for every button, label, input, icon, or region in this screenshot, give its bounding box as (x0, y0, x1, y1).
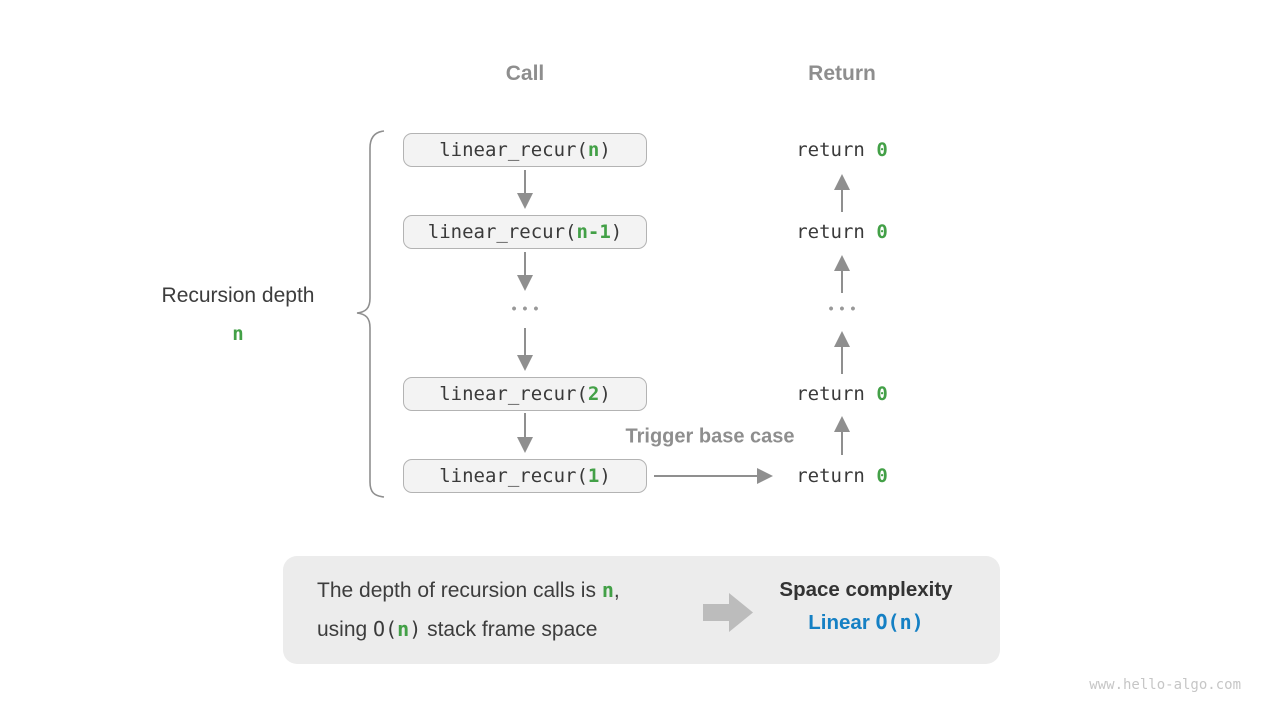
call-frame-n-1-code: linear_recur(n-1) (428, 221, 623, 243)
code-arg: n (587, 139, 600, 161)
return-keyword: return (796, 221, 877, 243)
call-frame-n-code: linear_recur(n) (439, 139, 611, 161)
call-frame-2-code: linear_recur(2) (439, 383, 611, 405)
code-paren: ) (599, 383, 611, 405)
space-complexity-title: Space complexity (779, 578, 953, 601)
return-value: 0 (876, 221, 888, 243)
return-keyword: return (796, 465, 877, 487)
complexity-var: n (899, 610, 912, 634)
summary-line-2-tail: stack frame space (421, 618, 598, 641)
summary-result: Space complexity Linear O(n) (779, 578, 952, 635)
return-value: 0 (876, 383, 888, 405)
code-arg: 2 (587, 383, 600, 405)
trigger-base-case-label: Trigger base case (625, 425, 795, 448)
return-statement-1: return 0 (796, 139, 888, 161)
code-arg: 1 (587, 465, 600, 487)
call-frame-1: linear_recur(1) (403, 459, 647, 493)
return-ellipsis: ••• (828, 300, 862, 316)
summary-line-1: The depth of recursion calls is n, (317, 571, 620, 610)
return-value: 0 (876, 465, 888, 487)
call-frame-n-1: linear_recur(n-1) (403, 215, 647, 249)
call-frame-1-code: linear_recur(1) (439, 465, 611, 487)
return-statement-4: return 0 (796, 465, 888, 487)
code-fn: linear_recur( (439, 383, 588, 405)
call-frame-2: linear_recur(2) (403, 377, 647, 411)
summary-line-2-bigo-open: O( (373, 617, 398, 641)
return-value: 0 (876, 139, 888, 161)
summary-line-2-head: using (317, 618, 374, 641)
code-paren: ) (610, 221, 623, 243)
summary-line-1-var: n (601, 578, 614, 602)
summary-line-1-tail: , (613, 579, 620, 602)
recursion-depth-label: Recursion depth (161, 284, 315, 307)
code-paren: ) (599, 139, 611, 161)
summary-panel: The depth of recursion calls is n, using… (283, 556, 1000, 664)
return-keyword: return (796, 383, 877, 405)
complexity-bigo-open: O( (875, 610, 900, 634)
complexity-bigo-close: ) (911, 610, 924, 634)
complexity-name: Linear (808, 611, 876, 634)
implies-arrow-icon (703, 593, 753, 632)
recursion-depth-value: n (232, 323, 244, 345)
summary-line-2-bigo-close: ) (409, 617, 422, 641)
watermark-url: www.hello-algo.com (1089, 677, 1241, 693)
return-statement-2: return 0 (796, 221, 888, 243)
code-fn: linear_recur( (439, 139, 588, 161)
return-keyword: return (796, 139, 877, 161)
code-arg: n-1 (576, 221, 611, 243)
return-statement-3: return 0 (796, 383, 888, 405)
summary-line-2: using O(n) stack frame space (317, 610, 620, 649)
code-fn: linear_recur( (427, 221, 577, 243)
code-fn: linear_recur( (439, 465, 588, 487)
return-column-header: Return (808, 62, 876, 85)
code-paren: ) (599, 465, 611, 487)
call-column-header: Call (505, 62, 545, 85)
call-ellipsis: ••• (511, 300, 545, 316)
call-frame-n: linear_recur(n) (403, 133, 647, 167)
recursion-depth-brace (356, 130, 385, 498)
summary-line-2-var: n (397, 617, 410, 641)
summary-description: The depth of recursion calls is n, using… (317, 571, 620, 649)
space-complexity-value: Linear O(n) (779, 610, 952, 635)
summary-line-1-text: The depth of recursion calls is (317, 579, 602, 602)
